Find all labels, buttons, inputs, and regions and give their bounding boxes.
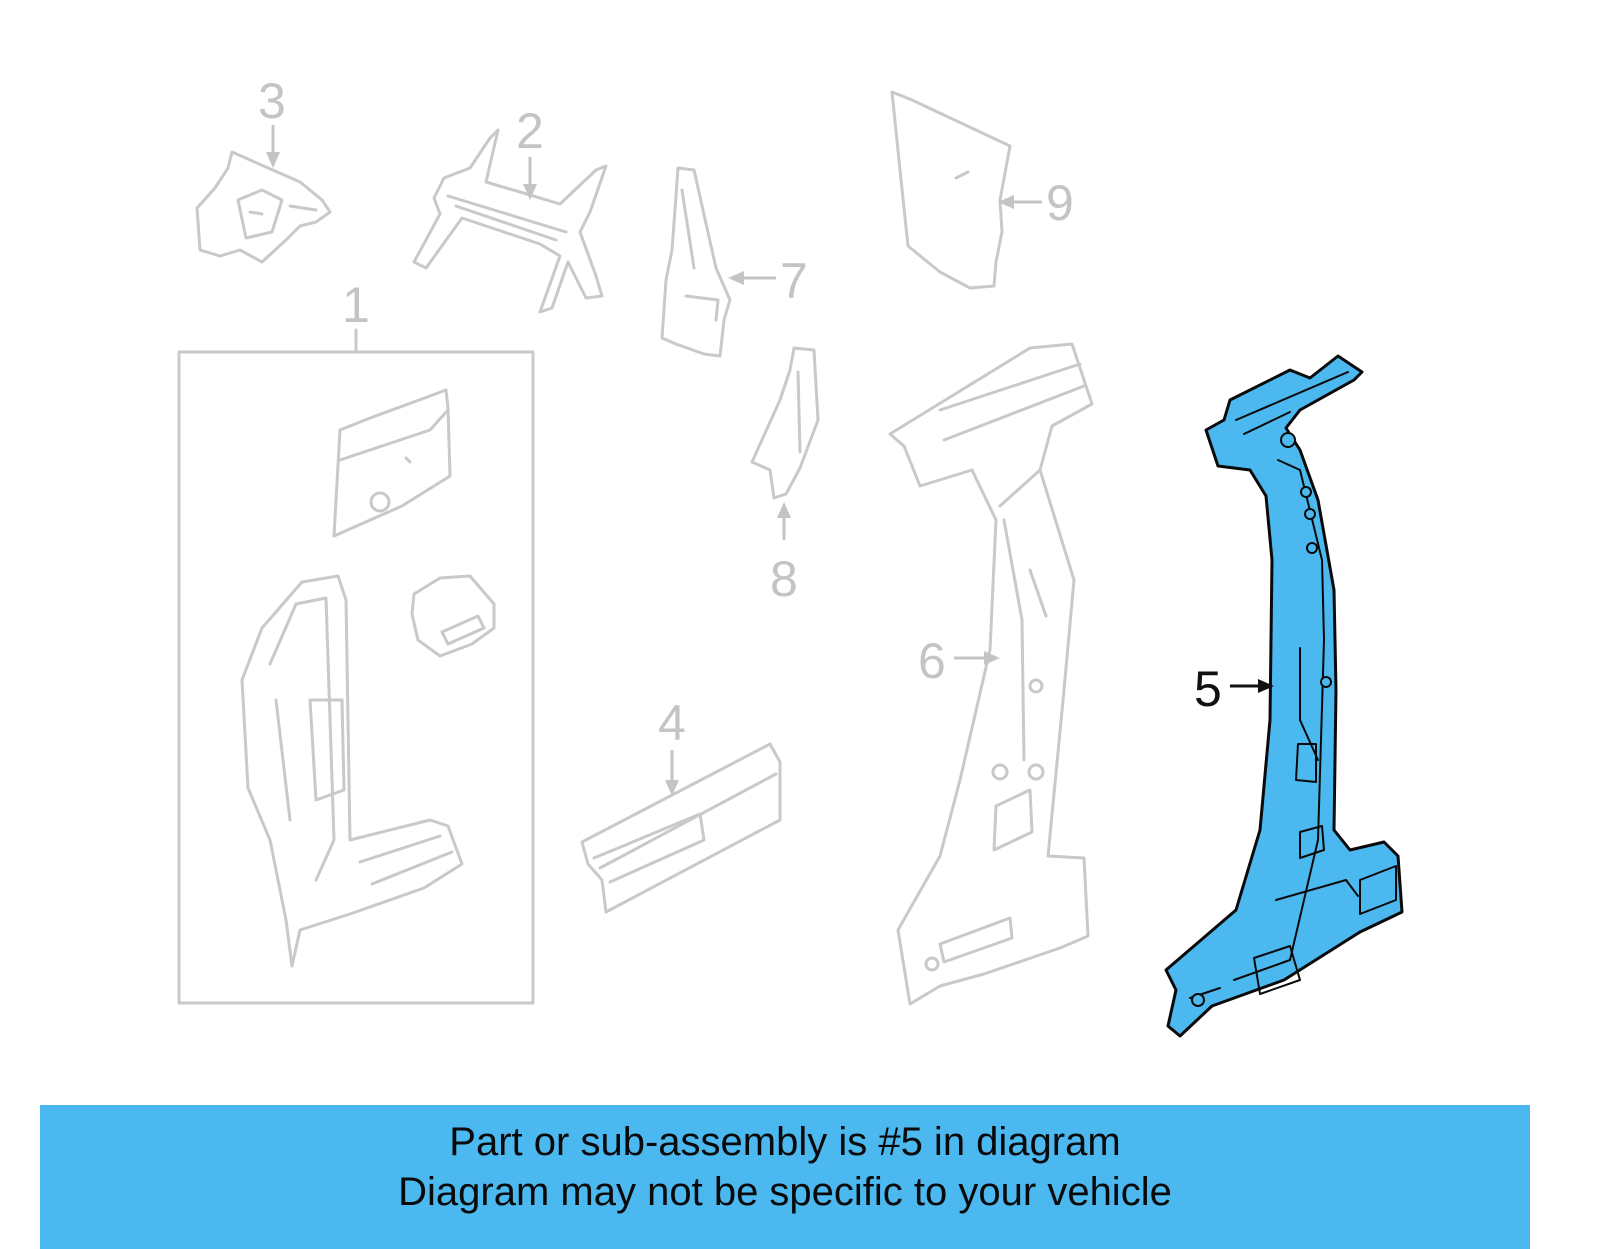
callout-4: 4 (658, 695, 686, 751)
callout-2-arrowhead (523, 184, 537, 200)
callout-7: 7 (780, 253, 808, 309)
part-5-hole-3 (1304, 508, 1316, 520)
part-5-hole-6 (1191, 993, 1205, 1007)
banner-line-1: Part or sub-assembly is #5 in diagram (449, 1120, 1121, 1164)
callout-7-arrowhead (728, 271, 744, 285)
part-8-gusset (750, 346, 820, 500)
part-5-highlighted-pillar (1164, 354, 1404, 1038)
part-5-hole-5 (1320, 676, 1332, 688)
parts-diagram: 3 2 7 9 8 1 (177, 73, 1404, 1038)
info-banner: Part or sub-assembly is #5 in diagram Di… (40, 1105, 1530, 1249)
part-5-hole-2 (1300, 486, 1312, 498)
callout-5: 5 (1194, 661, 1222, 717)
part-9-panel (890, 90, 1012, 290)
part-6-inner-pillar (888, 342, 1094, 1006)
part-7-reinforcement (660, 166, 732, 358)
callout-3: 3 (258, 73, 286, 129)
part-5-hole-4 (1306, 542, 1318, 554)
part-1-small-block (410, 574, 496, 658)
callout-2: 2 (516, 103, 544, 159)
callout-4-arrowhead (665, 780, 679, 796)
callout-6: 6 (918, 633, 946, 689)
callout-6-arrowhead (984, 651, 1000, 665)
callout-5-arrowhead (1258, 679, 1274, 693)
part-5-hole-1 (1280, 432, 1296, 448)
part-3-bracket (195, 150, 332, 264)
callout-8: 8 (770, 551, 798, 607)
callout-9-arrowhead (998, 195, 1014, 209)
part-1-pillar-lower (240, 574, 464, 968)
callout-8-arrowhead (777, 502, 791, 518)
part-2-crossmember (412, 128, 608, 314)
part-4-rocker-reinforcement (580, 742, 782, 914)
callout-1: 1 (342, 277, 370, 333)
banner-line-2: Diagram may not be specific to your vehi… (398, 1170, 1172, 1214)
part-1-upper-bracket (332, 388, 452, 538)
callout-3-arrowhead (266, 152, 280, 168)
callout-9: 9 (1046, 175, 1074, 231)
